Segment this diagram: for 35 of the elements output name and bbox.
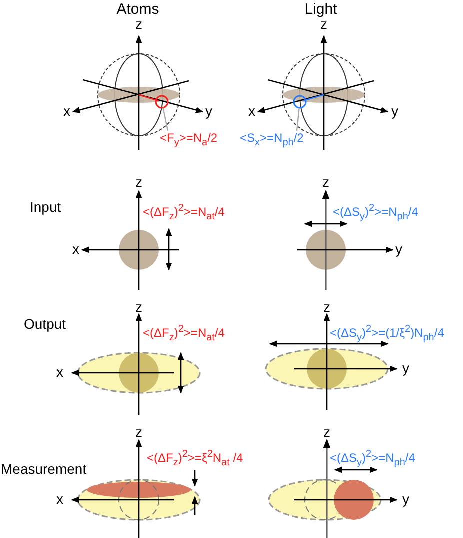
axis-label: z [136,300,142,315]
axis-label: y [206,104,212,119]
formula-label: <(ΔF$_{z}$)$^{2}$>=ξ$^{2}$N$_{at}$ /4 [147,448,244,468]
axis-label: x [72,242,80,257]
axis-label: x [248,104,256,119]
formula-label: <F$_{y}$>=N$_{a}$/2 [160,132,218,148]
formula-label: <(ΔS$_{y}$)$^{2}$>=N$_{ph}$/4 [330,448,416,468]
axis-label: z [136,16,142,32]
axis-label: y [402,360,410,376]
axis-label: x [56,492,64,507]
row-label: Output [24,316,66,332]
spin-marker [155,95,169,109]
axis-label: x [56,364,64,380]
axis-label: z [324,424,330,440]
formula-label: <S$_{x}$>=N$_{ph}$/2 [240,132,304,148]
axis-label: z [136,174,142,190]
row-label: Measurement [1,462,87,477]
formula-label: <(ΔS$_{y}$)$^{2}$>=(1/ξ$^{2}$)N$_{ph}$/4 [330,324,444,344]
column-heading: Light [304,2,338,18]
axis-label: y [402,492,410,507]
leader-line [162,108,169,132]
column-heading: Atoms [116,2,160,18]
axis-label: y [392,104,398,119]
leader-line [296,108,300,132]
formula-label: <(ΔF$_{z}$)$^{2}$>=N$_{at}$/4 [143,202,225,222]
spin-marker [293,95,307,109]
axis-label: z [136,424,142,440]
axis-label: z [324,300,330,315]
axis-label: x [64,104,70,119]
axis-label: z [322,174,330,190]
axis-label: z [320,16,328,32]
formula-label: <(ΔS$_{y}$)$^{2}$>=N$_{ph}$/4 [333,202,418,222]
row-label: Input [30,200,62,215]
formula-label: <(ΔF$_{z}$)$^{2}$>=N$_{at}$/4 [143,324,225,344]
axis-label: y [396,242,402,257]
